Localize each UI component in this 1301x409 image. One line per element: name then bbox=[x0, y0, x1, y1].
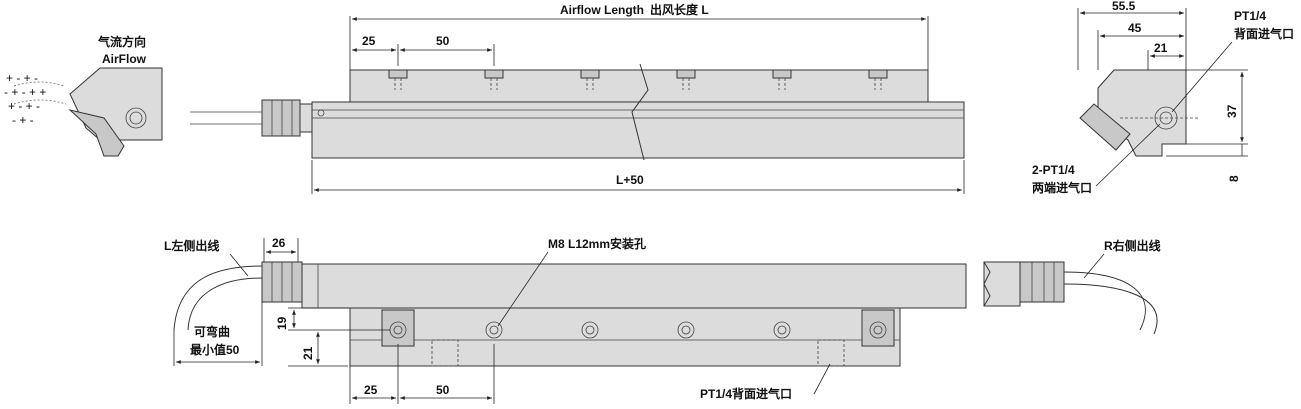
svg-text:- + -: - + - bbox=[12, 113, 34, 127]
rear-inlet-label: PT1/4 bbox=[1234, 9, 1266, 23]
height-base-label: 8 bbox=[1227, 175, 1241, 182]
top-view: Airflow Length 出风长度 L 25 50 bbox=[190, 2, 965, 194]
right-cable-connector bbox=[1019, 261, 1065, 303]
rear-inlet-bottom-label: PT1/4背面进气口 bbox=[700, 386, 792, 401]
end-inlet-cn-label: 两端进气口 bbox=[1032, 180, 1092, 195]
airflow-en-label: AirFlow bbox=[102, 52, 147, 66]
bottom-pitch-25: 25 bbox=[364, 383, 378, 397]
cable-connector bbox=[261, 99, 301, 137]
rear-inlet-cn-label: 背面进气口 bbox=[1234, 26, 1294, 41]
svg-text:+ - + -: + - + - bbox=[8, 99, 40, 113]
svg-text:+ - + -: + - + - bbox=[6, 71, 38, 85]
dim-21-label: 21 bbox=[301, 346, 315, 360]
mounting-holes bbox=[381, 309, 895, 347]
width-small-label: 21 bbox=[1154, 41, 1168, 55]
left-end-view: 气流方向 AirFlow + - + - - + - + + + - + - -… bbox=[4, 34, 163, 157]
bottom-mount-plate bbox=[349, 307, 901, 367]
right-end-view: 55.5 45 21 37 8 PT1/4 背面进气口 2-PT1/4 两端进气… bbox=[1032, 0, 1294, 195]
end-inlet-label: 2-PT1/4 bbox=[1032, 163, 1075, 177]
airflow-length-cn-label: 出风长度 L bbox=[650, 2, 709, 17]
top-pitch-25: 25 bbox=[362, 34, 376, 48]
mount-hole-label: M8 L12mm安装孔 bbox=[548, 236, 646, 251]
top-pitch-50: 50 bbox=[436, 34, 450, 48]
nut-length-label: 26 bbox=[272, 236, 286, 250]
width-mid-label: 45 bbox=[1128, 21, 1142, 35]
ionizer-body bbox=[311, 101, 965, 159]
end-profile-housing bbox=[69, 67, 163, 141]
width-total-label: 55.5 bbox=[1112, 0, 1136, 13]
top-mount-screws bbox=[388, 69, 888, 90]
dim-19-label: 19 bbox=[275, 316, 289, 330]
height-main-label: 37 bbox=[1225, 104, 1239, 118]
bend-radius-line1: 可弯曲 bbox=[194, 324, 230, 339]
ion-airflow-symbols: + - + - - + - + + + - + - - + - bbox=[4, 71, 46, 127]
airflow-length-label: Airflow Length bbox=[560, 3, 644, 17]
right-cable-label: R右侧出线 bbox=[1104, 238, 1161, 253]
bottom-view: L左侧出线 26 M8 L12mm安装孔 可弯曲 最小值50 bbox=[164, 236, 1161, 404]
bottom-pitch-50: 50 bbox=[436, 383, 450, 397]
svg-text:- + - + +: - + - + + bbox=[4, 85, 46, 99]
total-length-label: L+50 bbox=[616, 173, 644, 187]
airflow-cn-label: 气流方向 bbox=[97, 34, 146, 49]
bend-radius-line2: 最小值50 bbox=[190, 342, 240, 357]
mounting-bar bbox=[349, 69, 929, 103]
bottom-body bbox=[301, 263, 967, 309]
left-cable-label: L左侧出线 bbox=[164, 238, 219, 253]
